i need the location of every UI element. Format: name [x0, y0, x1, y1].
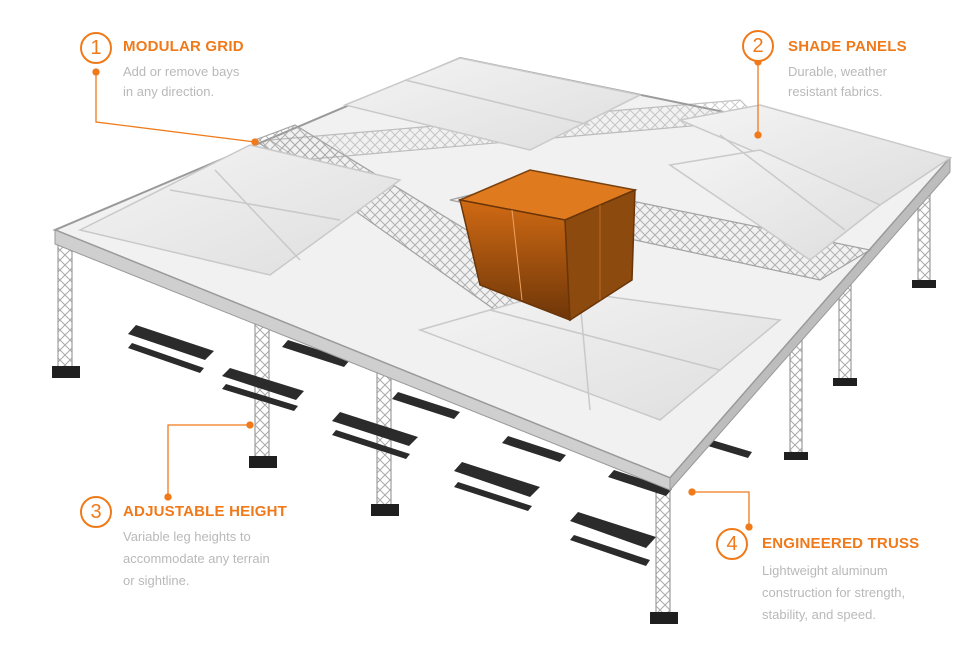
- callout-description-line: stability, and speed.: [762, 607, 876, 622]
- callout-number-badge: 3: [80, 496, 112, 528]
- callout-description-line: Durable, weather: [788, 64, 887, 79]
- callout-title: ADJUSTABLE HEIGHT: [123, 503, 287, 520]
- callout-description-line: Lightweight aluminum: [762, 563, 888, 578]
- callout-description-line: construction for strength,: [762, 585, 906, 600]
- callout-description-line: accommodate any terrain: [123, 551, 270, 566]
- callout-title: SHADE PANELS: [788, 38, 907, 55]
- callout-description-line: or sightline.: [123, 573, 190, 588]
- callout-description-line: Add or remove bays: [123, 64, 240, 79]
- picnic-benches: [128, 325, 752, 566]
- callout-number-badge: 2: [742, 30, 774, 62]
- callout-description-line: in any direction.: [123, 84, 215, 99]
- shade-panels: [77, 57, 952, 421]
- callout-number-badge: 1: [80, 32, 112, 64]
- leg-base-plates: [52, 280, 936, 624]
- callout-description-line: Variable leg heights to: [123, 529, 251, 544]
- truss-legs: [57, 189, 931, 616]
- central-core: [457, 169, 638, 322]
- callout-description-line: resistant fabrics.: [788, 84, 883, 99]
- callout-title: MODULAR GRID: [123, 38, 244, 55]
- callout-title: ENGINEERED TRUSS: [762, 535, 920, 552]
- callout-leaders: [92, 58, 762, 531]
- callout-number-badge: 4: [716, 528, 748, 560]
